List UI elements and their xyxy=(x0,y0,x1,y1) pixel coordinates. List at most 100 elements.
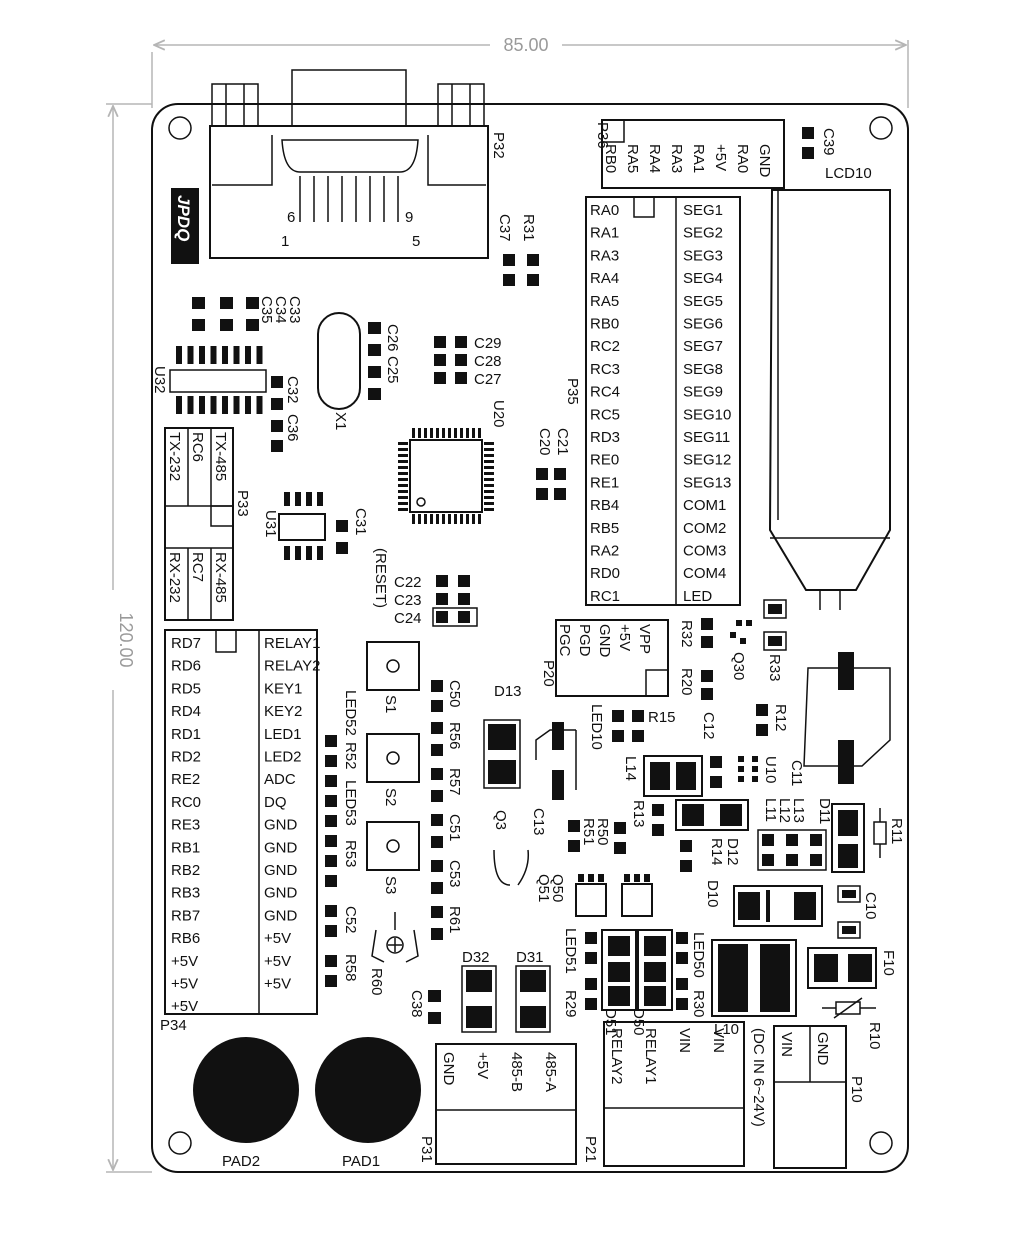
u20-pin xyxy=(398,490,408,493)
diode-d31: D31 xyxy=(515,949,551,1033)
width-label: 85.00 xyxy=(503,35,548,55)
p34-pin-right: LED1 xyxy=(264,726,302,743)
u32-pin xyxy=(233,346,240,364)
svg-text:R57: R57 xyxy=(446,768,463,796)
caps-c32-c36: C32 C36 xyxy=(271,376,301,452)
p34-pin-right: ADC xyxy=(264,771,296,788)
p35-pin-right: COM2 xyxy=(683,520,726,537)
switch-s3: S3 xyxy=(366,821,420,894)
svg-text:D31: D31 xyxy=(516,949,544,966)
p34-pin-right: KEY2 xyxy=(264,703,302,720)
transistors-q50-q51: Q50 Q51 xyxy=(535,874,653,917)
u32-pin xyxy=(210,346,217,364)
p34-pin-right: DQ xyxy=(264,794,287,811)
svg-text:R51: R51 xyxy=(580,818,597,846)
u32-pin xyxy=(256,396,263,414)
svg-text:C29: C29 xyxy=(474,335,502,352)
svg-text:C32: C32 xyxy=(284,376,301,404)
lcd-label: LCD10 xyxy=(825,165,872,182)
p35-pin-right: SEG10 xyxy=(683,406,731,423)
led-resistor-column: LED52 R52 LED53 R53 C52 R58 xyxy=(325,690,359,987)
p35-pin-right: SEG4 xyxy=(683,270,723,287)
u20-pin xyxy=(398,454,408,457)
svg-text:C34: C34 xyxy=(272,296,289,324)
p32-pin-6: 6 xyxy=(287,209,295,226)
cap-c38: C38 xyxy=(408,990,441,1024)
u20-pin xyxy=(466,428,469,438)
p34-pin-left: +5V xyxy=(171,953,198,970)
svg-text:R32: R32 xyxy=(678,620,695,648)
crystal-x1: X1 xyxy=(317,312,361,430)
p35-pin-left: RD3 xyxy=(590,429,620,446)
p35-pin-right: SEG11 xyxy=(683,429,730,446)
mount-hole xyxy=(869,116,893,140)
p34-pin-left: RD2 xyxy=(171,749,201,766)
p31-label: P31 xyxy=(418,1136,435,1163)
svg-text:C52: C52 xyxy=(342,906,359,934)
u20-pin xyxy=(484,478,494,481)
p32-pin-1: 1 xyxy=(281,233,289,250)
u20-pin xyxy=(398,466,408,469)
p20-pin: +5V xyxy=(616,624,633,651)
u20-pin xyxy=(484,460,494,463)
svg-text:U31: U31 xyxy=(262,510,279,538)
p35-pin-left: RA4 xyxy=(590,270,619,287)
u20-pin xyxy=(436,428,439,438)
u32-pin xyxy=(187,396,194,414)
svg-text:(RESET): (RESET) xyxy=(372,548,389,608)
battery-holder xyxy=(803,652,891,784)
svg-text:C22: C22 xyxy=(394,574,422,591)
p35-pin-right: COM4 xyxy=(683,565,726,582)
p34-pin-right: GND xyxy=(264,885,298,902)
svg-text:R33: R33 xyxy=(766,654,783,682)
u31-pin xyxy=(317,492,323,506)
p36-pin: RA3 xyxy=(668,144,685,173)
u32-pin xyxy=(176,396,182,414)
u20-pin xyxy=(398,484,408,487)
transistor-q3: Q3 C13 xyxy=(492,722,577,886)
p31-pin: +5V xyxy=(474,1052,491,1079)
p35-pin-left: RD0 xyxy=(590,565,620,582)
u20-pin xyxy=(418,428,421,438)
p34-pin-right: KEY1 xyxy=(264,680,302,697)
width-dimension: 85.00 xyxy=(151,35,909,108)
resistor-r11: R11 xyxy=(873,808,905,858)
p34-label: P34 xyxy=(160,1017,187,1034)
u20-pin xyxy=(460,514,463,524)
p20-pin: PGC xyxy=(556,624,573,657)
u31-pin xyxy=(306,492,312,506)
p34-pin-left: RC0 xyxy=(171,794,201,811)
board-outline xyxy=(151,103,909,1173)
p21-pin: RELAY1 xyxy=(642,1028,659,1084)
p34-pin-left: RB6 xyxy=(171,930,200,947)
svg-text:Q51: Q51 xyxy=(535,874,552,902)
p34-pin-left: +5V xyxy=(171,976,198,993)
led-d50-d51-group: LED51 R29 D51 D50 LED50 R30 xyxy=(562,928,707,1036)
u20-pin xyxy=(412,428,415,438)
svg-text:L14: L14 xyxy=(622,756,639,781)
inductor-l14: L14 xyxy=(622,755,703,797)
p35-pin-left: RC5 xyxy=(590,406,620,423)
svg-text:L11: L11 xyxy=(762,798,779,822)
svg-text:PAD2: PAD2 xyxy=(222,1153,260,1170)
resistor-r33: R33 xyxy=(763,599,787,682)
u20-pin xyxy=(430,428,433,438)
svg-text:LED10: LED10 xyxy=(588,704,605,750)
p35-pin-right: LED xyxy=(683,588,712,605)
u32-pin xyxy=(210,396,217,414)
caps-c27-c29: C29 C28 C27 xyxy=(434,335,502,388)
p35-pin-right: SEG5 xyxy=(683,293,723,310)
p34-pin-right: +5V xyxy=(264,976,291,993)
u20-pin xyxy=(398,448,408,451)
p34-pin-right: GND xyxy=(264,817,298,834)
u20-pin xyxy=(454,428,457,438)
svg-text:LED50: LED50 xyxy=(690,932,707,978)
u31-pin xyxy=(317,546,323,560)
p34-pin-left: RD7 xyxy=(171,635,201,652)
p35-pin-left: RA2 xyxy=(590,543,619,560)
cap-c12: C12 xyxy=(700,712,722,788)
diode-d13: D13 xyxy=(483,683,522,789)
u32-pin xyxy=(222,346,228,364)
